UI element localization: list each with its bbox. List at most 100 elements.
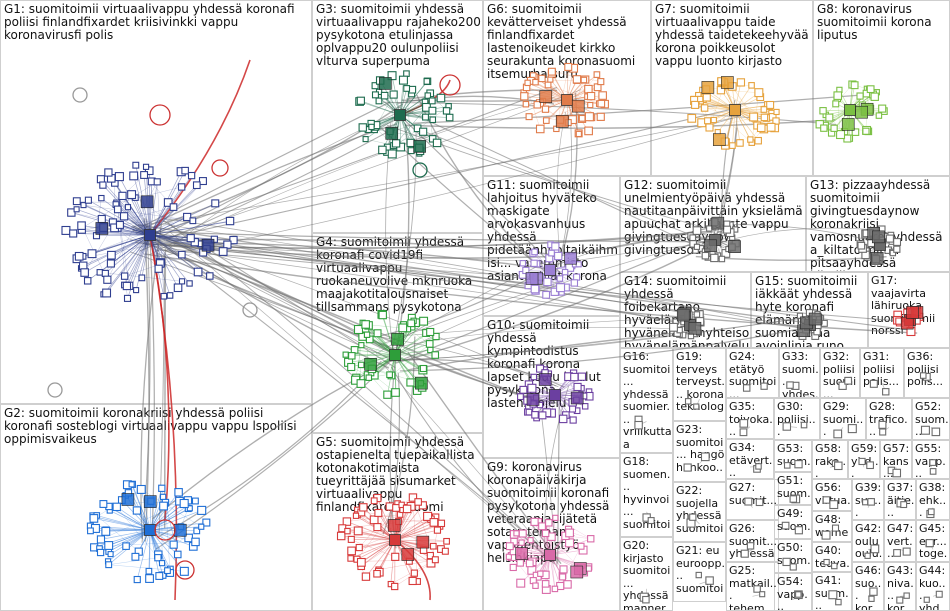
hub-node <box>387 519 401 532</box>
group-box-g26: G26: suomit... yhdessä <box>726 520 779 562</box>
graph-node <box>815 120 824 129</box>
graph-node <box>122 542 130 550</box>
graph-node <box>892 468 902 478</box>
graph-node <box>358 342 365 349</box>
graph-node <box>695 571 702 579</box>
group-label-g7: G7: suomitoimii virtuaalivappu taide yhd… <box>655 2 813 68</box>
graph-node <box>823 558 830 566</box>
intra-group-edge <box>365 539 396 577</box>
graph-node <box>423 78 431 85</box>
graph-node <box>565 538 575 548</box>
hub-node <box>712 133 726 146</box>
hub-node <box>391 332 404 346</box>
graph-node <box>705 576 714 585</box>
graph-node <box>406 378 415 387</box>
graph-node <box>101 269 109 278</box>
hub-node <box>413 140 426 153</box>
graph-node <box>587 101 594 109</box>
graph-node <box>683 463 692 472</box>
graph-node <box>556 275 564 282</box>
group-label-g2: G2: suomitoimii koronakriisi yhdessä pol… <box>4 406 301 446</box>
graph-node <box>87 527 94 535</box>
graph-node <box>527 537 534 544</box>
graph-node <box>510 537 518 546</box>
hub-node <box>721 76 734 89</box>
graph-node <box>96 535 106 544</box>
graph-node <box>140 171 149 179</box>
graph-node <box>144 166 154 176</box>
graph-node <box>551 242 560 251</box>
graph-node <box>517 393 524 401</box>
graph-node <box>189 217 197 225</box>
graph-node <box>828 590 838 600</box>
hub-node <box>841 118 855 131</box>
inter-group-edge <box>392 239 712 358</box>
graph-node <box>829 500 839 510</box>
graph-node <box>537 570 544 577</box>
intra-group-edge <box>132 484 151 531</box>
graph-node <box>710 253 719 263</box>
group-label-g18: G18: suomen... hyvinvoi... suomitoi... y… <box>623 455 671 537</box>
graph-node <box>857 241 866 250</box>
graph-node <box>596 112 605 121</box>
intra-group-edge <box>140 489 151 531</box>
graph-node <box>336 531 346 541</box>
graph-node <box>879 428 887 436</box>
graph-node <box>885 234 894 243</box>
graph-node <box>561 268 569 276</box>
graph-node <box>410 569 418 577</box>
graph-node <box>820 124 828 132</box>
group-box-g5: G5: suomitoimii yhdessä ostapienelta tue… <box>312 433 483 611</box>
graph-node <box>61 225 71 235</box>
graph-node <box>563 580 572 589</box>
graph-node <box>531 411 539 419</box>
hub-node <box>121 493 135 506</box>
graph-node <box>361 572 371 581</box>
group-box-g32: G32: poliisi suomi... <box>820 348 860 398</box>
graph-node <box>920 425 930 435</box>
intra-group-edge <box>149 234 199 273</box>
intra-group-edge <box>358 530 396 541</box>
graph-node <box>559 565 568 574</box>
group-label-g38: G38: ehk... alak... <box>919 481 949 519</box>
intra-group-edge <box>116 203 130 286</box>
graph-node <box>800 421 808 429</box>
graph-node <box>84 196 92 204</box>
group-label-g25: G25: matkail... tehem... <box>729 564 777 611</box>
graph-node <box>407 319 416 328</box>
intra-group-edge <box>394 518 432 541</box>
graph-node <box>697 95 704 103</box>
graph-node <box>87 249 97 259</box>
inter-group-edge <box>143 123 397 229</box>
graph-node <box>597 99 606 108</box>
graph-node <box>516 559 524 567</box>
intra-group-edge <box>354 349 396 356</box>
inter-group-edge <box>715 224 872 242</box>
graph-node <box>353 324 364 335</box>
graph-node <box>383 390 392 399</box>
group-label-g26: G26: suomit... yhdessä <box>729 522 778 560</box>
graph-node <box>83 277 92 285</box>
graph-node <box>133 287 140 294</box>
group-box-g1: G1: suomitoimii virtuaalivappu yhdessä k… <box>0 0 312 404</box>
inter-group-edge <box>705 227 880 248</box>
graph-node <box>577 542 585 550</box>
graph-node <box>129 171 139 181</box>
hub-node <box>704 239 717 253</box>
graph-node <box>882 388 890 396</box>
graph-node <box>700 452 710 462</box>
graph-node <box>505 542 514 551</box>
hub-node <box>526 393 540 406</box>
graph-node <box>532 78 539 86</box>
graph-node <box>669 322 678 332</box>
intra-group-edge <box>359 539 396 548</box>
hub-node <box>906 306 919 319</box>
graph-node <box>163 198 173 207</box>
group-label-g22: G22: suojella yhdessä suomitoi... <box>676 484 725 542</box>
hub-node <box>143 495 157 508</box>
graph-node <box>819 107 827 115</box>
graph-node <box>398 323 408 333</box>
graph-node <box>736 139 744 147</box>
intra-group-edge <box>117 228 159 269</box>
